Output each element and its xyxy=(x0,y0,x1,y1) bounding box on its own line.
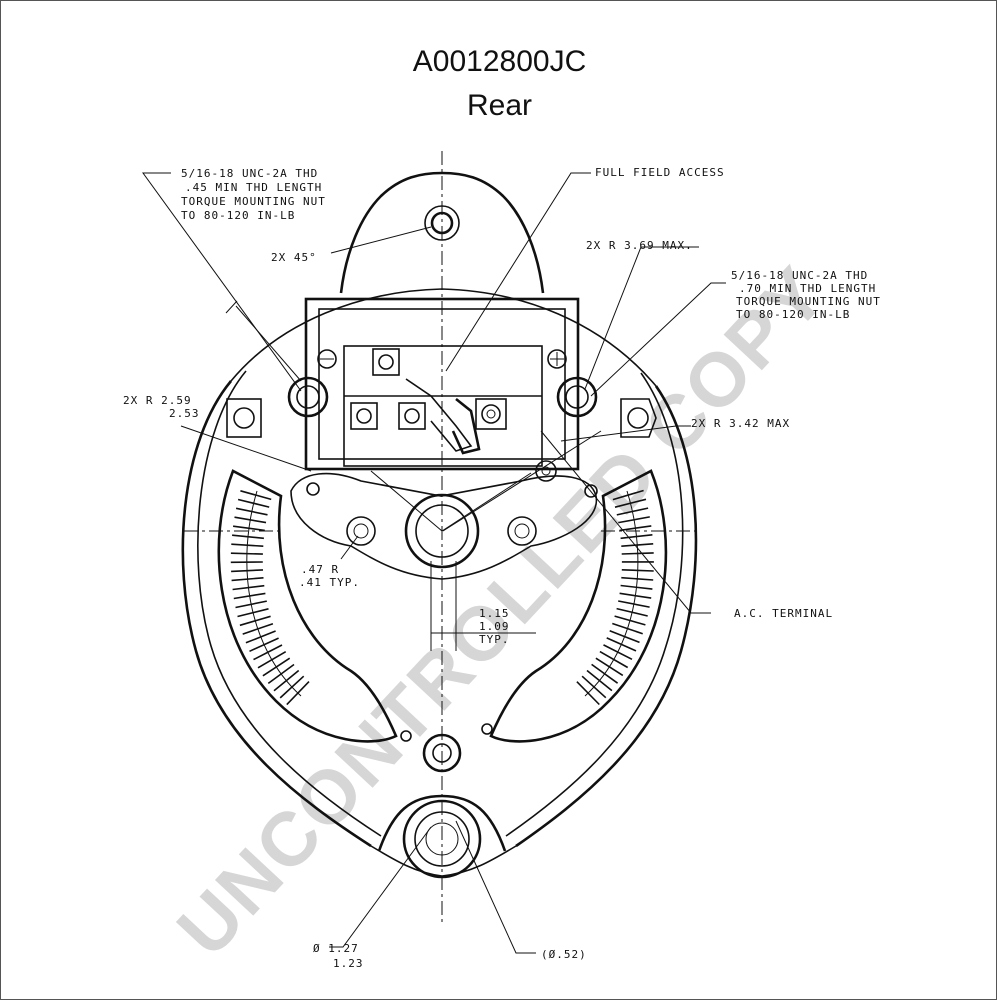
callout-text-line: TORQUE MOUNTING NUT xyxy=(736,295,881,308)
top-mounting-ear xyxy=(341,173,543,293)
vent-slot xyxy=(231,544,263,546)
callout-dim-115: 1.15 xyxy=(479,607,510,620)
callout-dia-127: Ø 1.27 xyxy=(313,942,359,955)
housing-outline xyxy=(183,289,696,876)
vent-slot xyxy=(612,624,642,634)
callout-dim-typ: TYP. xyxy=(479,633,510,646)
callout-dim-109: 1.09 xyxy=(479,620,510,633)
callout-text-line: TO 80-120 IN-LB xyxy=(181,209,295,222)
vent-slot xyxy=(587,671,612,691)
callout-mount-thread-right: 5/16-18 UNC-2A THD .70 MIN THD LENGTH TO… xyxy=(731,269,881,321)
callout-full-field-access: FULL FIELD ACCESS xyxy=(595,166,725,179)
regulator-terminals xyxy=(351,349,506,453)
vent-slot xyxy=(274,671,299,691)
callout-angle: 2X 45° xyxy=(271,251,317,264)
callout-radius-253: 2.53 xyxy=(169,407,200,420)
callout-radius-342: 2X R 3.42 MAX xyxy=(691,417,790,430)
vent-slot xyxy=(231,553,263,554)
vent-slot xyxy=(231,570,263,572)
callout-hole-radius-41: .41 TYP. xyxy=(299,576,360,589)
vent-slot xyxy=(238,500,269,508)
vent-slot xyxy=(622,553,654,554)
vent-slot xyxy=(238,609,269,617)
vent-slot xyxy=(592,664,618,683)
callout-text-line: 5/16-18 UNC-2A THD xyxy=(731,269,868,282)
callout-text-line: .70 MIN THD LENGTH xyxy=(739,282,876,295)
callout-dia-123: 1.23 xyxy=(333,957,364,970)
vent-slot xyxy=(617,609,648,616)
vent-slot xyxy=(615,616,646,625)
callout-mount-thread-left: 5/16-18 UNC-2A THD .45 MIN THD LENGTH TO… xyxy=(181,167,326,222)
vent-slot xyxy=(240,616,271,625)
vent-slot xyxy=(582,676,606,698)
callout-hole-radius-47: .47 R xyxy=(301,563,339,576)
vent-slot xyxy=(263,658,290,676)
vent-slot xyxy=(600,652,628,668)
vent-slot xyxy=(268,665,294,684)
callout-text-line: TO 80-120 IN-LB xyxy=(736,308,850,321)
ac-terminal-stud xyxy=(536,461,556,481)
callout-text-line: .45 MIN THD LENGTH xyxy=(185,181,322,194)
vent-slot xyxy=(258,652,286,668)
callout-text-line: 5/16-18 UNC-2A THD xyxy=(181,167,318,180)
callout-text-line: TORQUE MOUNTING NUT xyxy=(181,195,326,208)
vent-slot xyxy=(596,658,623,675)
vent-slot xyxy=(240,491,271,500)
callout-radius-369: 2X R 3.69 MAX. xyxy=(586,239,693,252)
callout-ac-terminal: A.C. TERMINAL xyxy=(734,607,833,620)
callout-radius-259: 2X R 2.59 xyxy=(123,394,192,407)
vent-slot xyxy=(243,624,273,634)
callout-dia-052: (Ø.52) xyxy=(541,948,587,961)
vent-slot xyxy=(622,570,654,571)
